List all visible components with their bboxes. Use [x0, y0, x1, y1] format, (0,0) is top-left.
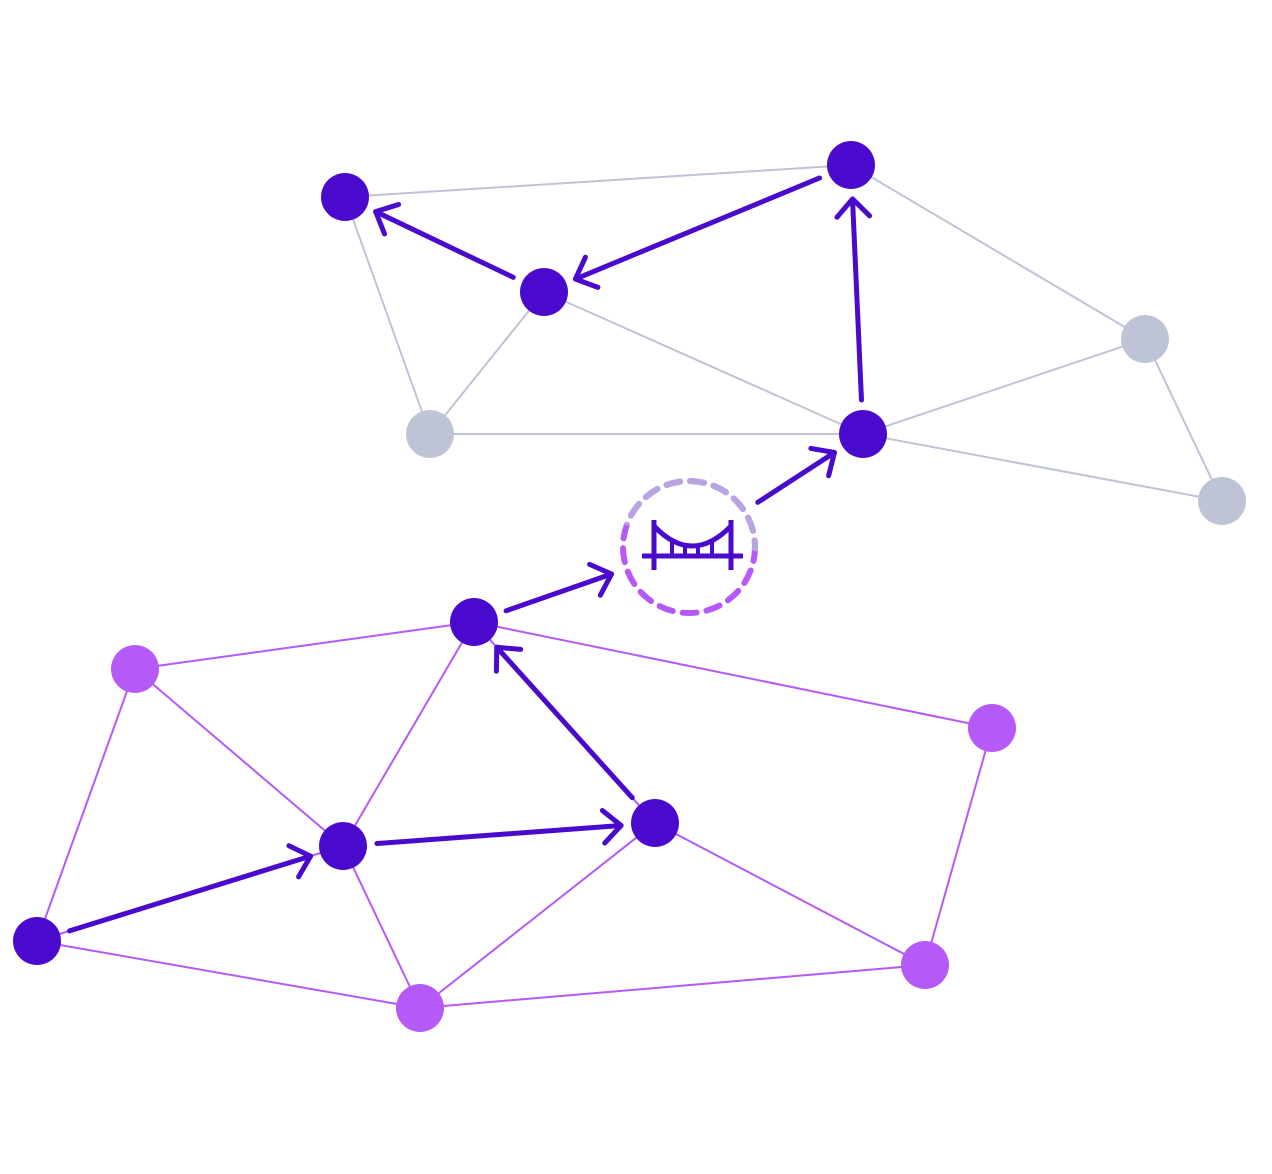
network-edge	[1144, 338, 1223, 502]
path-arrow	[374, 808, 624, 847]
network-edge	[134, 621, 475, 670]
network-edge	[543, 291, 864, 435]
network-edge	[344, 196, 431, 435]
active-node	[13, 917, 61, 965]
nodes-layer	[13, 141, 1246, 1032]
edges-layer	[36, 164, 1223, 1009]
inactive-node	[1121, 315, 1169, 363]
inactive-node	[968, 704, 1016, 752]
active-node	[321, 173, 369, 221]
inactive-node	[1198, 477, 1246, 525]
path-arrow	[755, 445, 837, 505]
network-edge	[344, 164, 852, 198]
network-edge	[36, 668, 136, 942]
network-edge	[654, 822, 926, 966]
active-node	[319, 822, 367, 870]
network-edge	[419, 964, 926, 1009]
path-arrows-layer	[66, 175, 873, 934]
active-node	[450, 598, 498, 646]
active-node	[631, 799, 679, 847]
path-arrow	[503, 561, 615, 614]
network-edge	[473, 621, 993, 729]
network-edge	[862, 338, 1146, 435]
path-arrow	[834, 196, 873, 403]
active-node	[839, 410, 887, 458]
inactive-node	[111, 645, 159, 693]
network-edge	[36, 940, 421, 1009]
inactive-node	[901, 941, 949, 989]
inactive-node	[396, 984, 444, 1032]
network-edge	[342, 621, 475, 847]
bridge-icon	[642, 520, 743, 570]
network-edge	[419, 822, 656, 1009]
path-arrow	[493, 644, 635, 801]
network-edge	[342, 845, 421, 1009]
path-arrow	[373, 201, 516, 280]
path-arrow	[572, 175, 823, 290]
active-node	[520, 268, 568, 316]
network-edge	[924, 727, 993, 966]
inactive-node	[406, 410, 454, 458]
network-edge	[862, 433, 1223, 502]
network-edge	[850, 164, 1146, 340]
network-edge	[134, 668, 344, 847]
bridge-hub	[620, 478, 758, 616]
path-arrow	[66, 843, 314, 934]
network-edge	[429, 291, 545, 435]
active-node	[827, 141, 875, 189]
